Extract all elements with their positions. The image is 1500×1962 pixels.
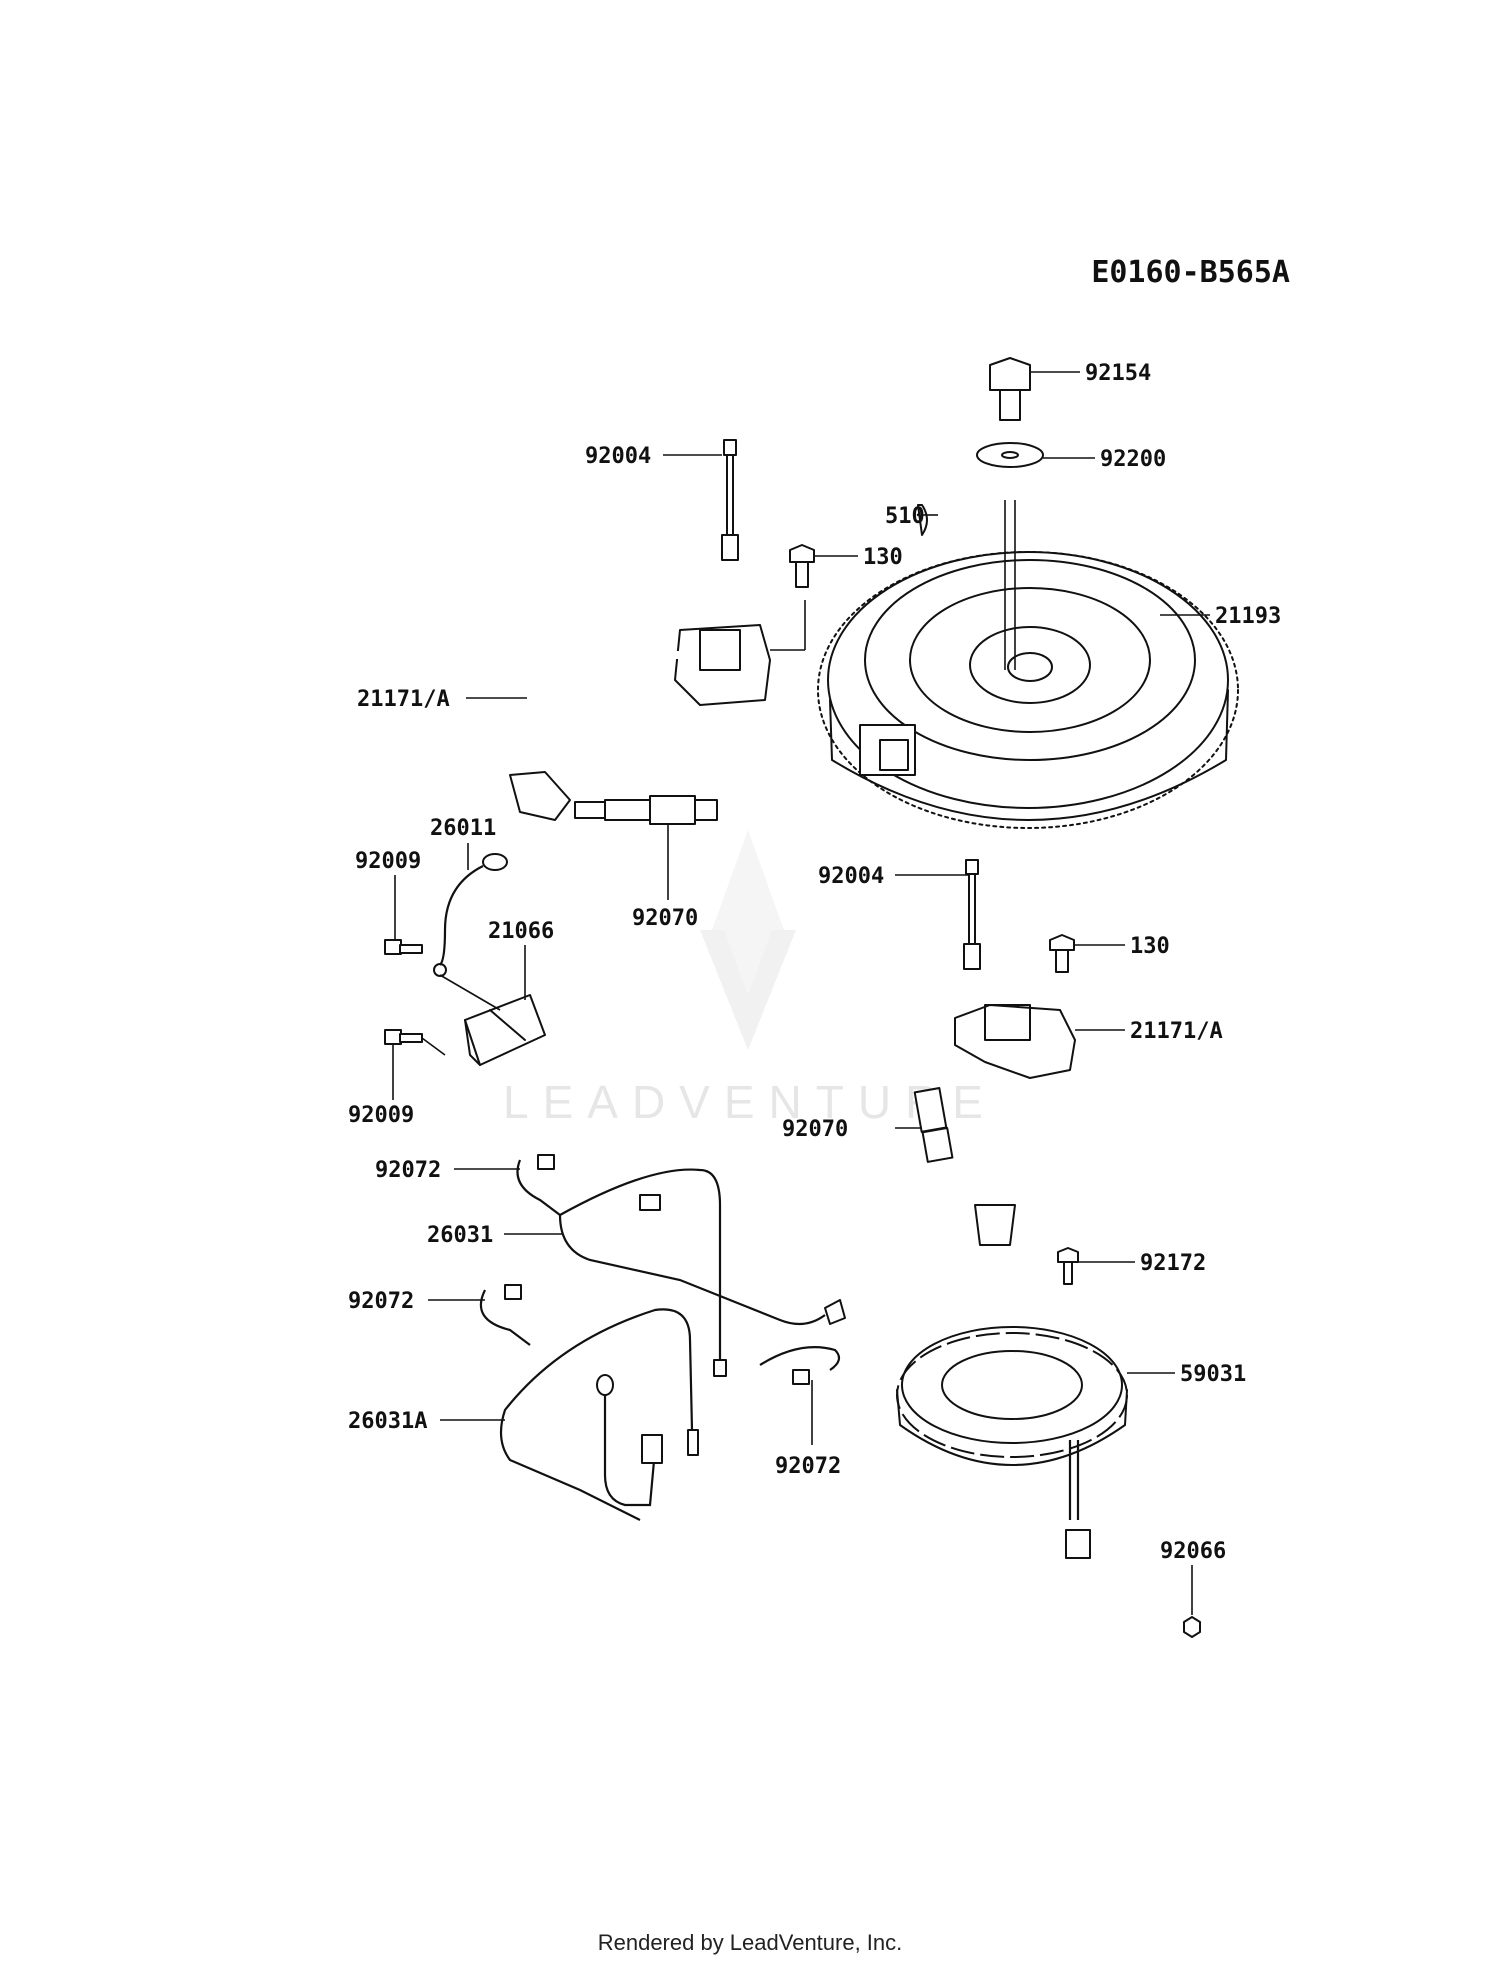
label-21171a-top[interactable]: 21171/A [357,687,450,712]
tie-strap-3 [759,1346,841,1385]
label-92009-bottom[interactable]: 92009 [348,1103,414,1128]
label-92072-1[interactable]: 92072 [375,1158,441,1183]
screw-top [384,939,423,955]
label-92004-bottom[interactable]: 92004 [818,864,884,889]
voltage-regulator [439,974,546,1066]
footer-credit: Rendered by LeadVenture, Inc. [598,1930,903,1955]
coil-stud-top [721,439,739,561]
ignition-coil-bottom [954,1004,1076,1246]
label-92009-top[interactable]: 92009 [355,849,421,874]
label-92172[interactable]: 92172 [1140,1251,1206,1276]
stator-bolt [1057,1247,1079,1285]
flywheel-key [917,504,928,536]
coil-stud-bottom [963,859,981,970]
flywheel [817,551,1239,829]
tie-strap-1 [516,1154,561,1216]
coil-bolt-bottom [1049,934,1075,973]
flywheel-bolt [989,357,1031,421]
label-510[interactable]: 510 [885,504,925,529]
diagram-code: E0160-B565A [1091,255,1290,290]
wire-harness-a [499,1308,699,1521]
spark-plug-bottom [913,1087,954,1163]
label-92072-2[interactable]: 92072 [348,1289,414,1314]
label-26031A[interactable]: 26031A [348,1409,427,1434]
label-92004-top[interactable]: 92004 [585,444,651,469]
label-92200[interactable]: 92200 [1100,447,1166,472]
label-92154[interactable]: 92154 [1085,361,1151,386]
watermark-text: LEADVENTURE [503,1076,997,1128]
ground-wire [433,853,508,977]
label-92070-top[interactable]: 92070 [632,906,698,931]
watermark-logo [700,830,796,1050]
label-21193[interactable]: 21193 [1215,604,1281,629]
wire-harness [558,1168,846,1377]
leader-lines [392,371,1210,1615]
label-130-top[interactable]: 130 [863,545,903,570]
label-21171a-bottom[interactable]: 21171/A [1130,1019,1223,1044]
label-92072-3[interactable]: 92072 [775,1454,841,1479]
label-92066[interactable]: 92066 [1160,1539,1226,1564]
label-26031[interactable]: 26031 [427,1223,493,1248]
ignition-coil-top [509,624,771,821]
label-92070-bottom[interactable]: 92070 [782,1117,848,1142]
stator [896,1326,1128,1559]
label-21066[interactable]: 21066 [488,919,554,944]
coil-bolt-top [789,544,815,588]
spark-plug-top [574,795,718,825]
tie-strap-2 [479,1284,531,1346]
screw-bottom [384,1029,446,1056]
label-130-bottom[interactable]: 130 [1130,934,1170,959]
label-59031[interactable]: 59031 [1180,1362,1246,1387]
label-26011[interactable]: 26011 [430,816,496,841]
hex-nut [1183,1616,1201,1638]
flywheel-washer [976,442,1044,468]
